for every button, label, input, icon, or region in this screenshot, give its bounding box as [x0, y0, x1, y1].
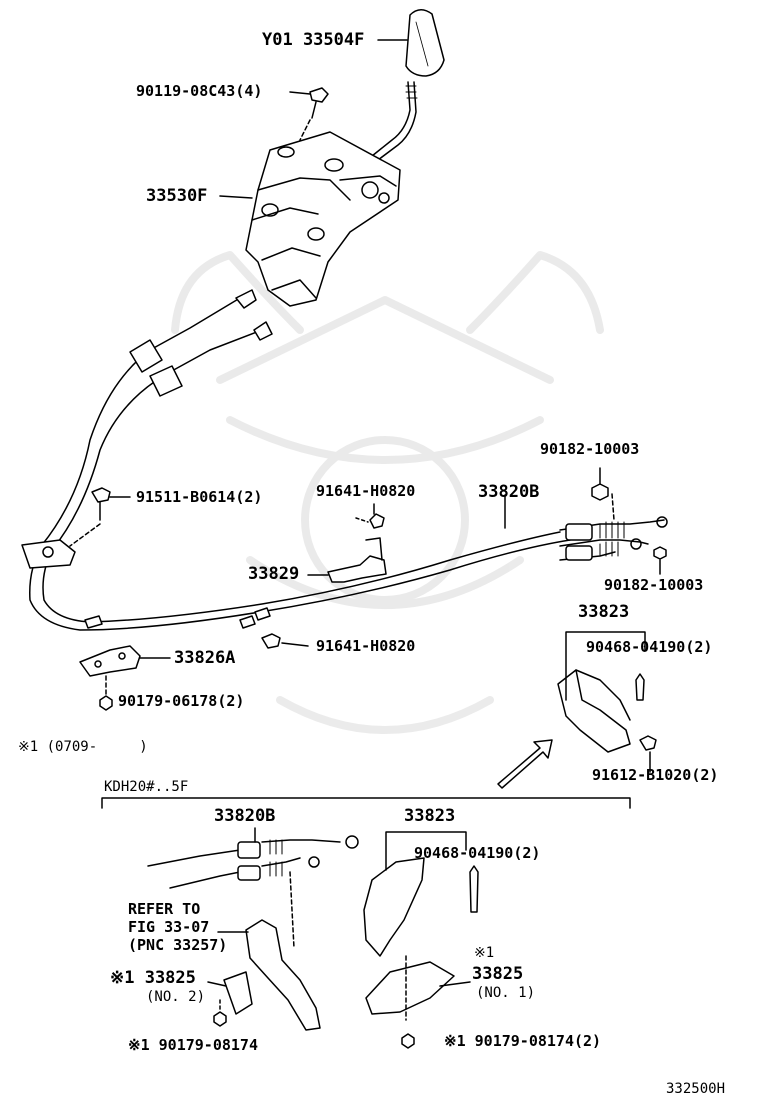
- label-no2: (NO. 2): [146, 989, 206, 1005]
- shifter-housing: [219, 131, 401, 307]
- label-rivet-2: 90468-04190(2): [414, 844, 541, 862]
- label-bracket-no2: ※1 33825: [110, 968, 196, 988]
- label-bracket-right: 33823: [578, 602, 630, 622]
- knob-bolt: [289, 87, 329, 141]
- label-refer-2: FIG 33-07: [128, 918, 210, 936]
- label-refer-3: (PNC 33257): [128, 936, 228, 954]
- label-cable: 33820B: [478, 482, 540, 502]
- label-cable-2: 33820B: [214, 806, 276, 826]
- label-mark-right: ※1: [474, 945, 495, 961]
- direction-arrow: [497, 739, 553, 789]
- label-rivet: 90468-04190(2): [586, 638, 713, 656]
- label-cable-nut-bot: 90182-10003: [604, 576, 704, 594]
- watermark-logo: [171, 251, 604, 734]
- footer-code: 332500H: [666, 1081, 726, 1097]
- label-bracket-left-bolt: 90179-06178(2): [118, 692, 245, 710]
- label-knob-bolt: 90119-08C43(4): [136, 82, 263, 100]
- label-clamp-bolt-top: 91641-H0820: [316, 482, 416, 500]
- bracket-no2: [207, 919, 321, 1031]
- bracket-no1: [363, 831, 479, 1049]
- shift-knob: [377, 9, 445, 77]
- label-note1: ※1 (0709- ): [18, 739, 148, 755]
- label-bolt-no2: ※1 90179-08174: [128, 1036, 258, 1054]
- label-cable-nut-top: 90182-10003: [540, 440, 640, 458]
- control-cables: [21, 289, 571, 631]
- label-bracket-bolt: 91511-B0614(2): [136, 488, 263, 506]
- model-frame: [101, 797, 631, 809]
- label-model: KDH20#..5F: [104, 779, 189, 795]
- cable-clamp: [307, 503, 387, 583]
- label-refer-1: REFER TO: [128, 900, 201, 918]
- label-knob: Y01 33504F: [262, 30, 365, 50]
- bracket-bolt: [69, 487, 131, 547]
- label-clamp-bolt-mid: 91641-H0820: [316, 637, 416, 655]
- shift-lever: [371, 81, 418, 161]
- label-bracket-left: 33826A: [174, 648, 236, 668]
- label-shifter: 33530F: [146, 186, 208, 206]
- label-bolt-no1: ※1 90179-08174(2): [444, 1032, 602, 1050]
- lower-cables: [147, 827, 359, 949]
- label-bracket-2: 33823: [404, 806, 456, 826]
- bracket-33823-top: [557, 631, 657, 773]
- label-bracket-no1: 33825: [472, 964, 524, 984]
- cable-ends: [504, 494, 668, 561]
- label-clamp: 33829: [248, 564, 300, 584]
- cable-nuts: [591, 467, 667, 575]
- bracket-33826a: [79, 645, 171, 711]
- clamp-bolt-mid: [261, 633, 309, 649]
- label-bolt-right: 91612-B1020(2): [592, 766, 719, 784]
- label-no1: (NO. 1): [476, 985, 536, 1001]
